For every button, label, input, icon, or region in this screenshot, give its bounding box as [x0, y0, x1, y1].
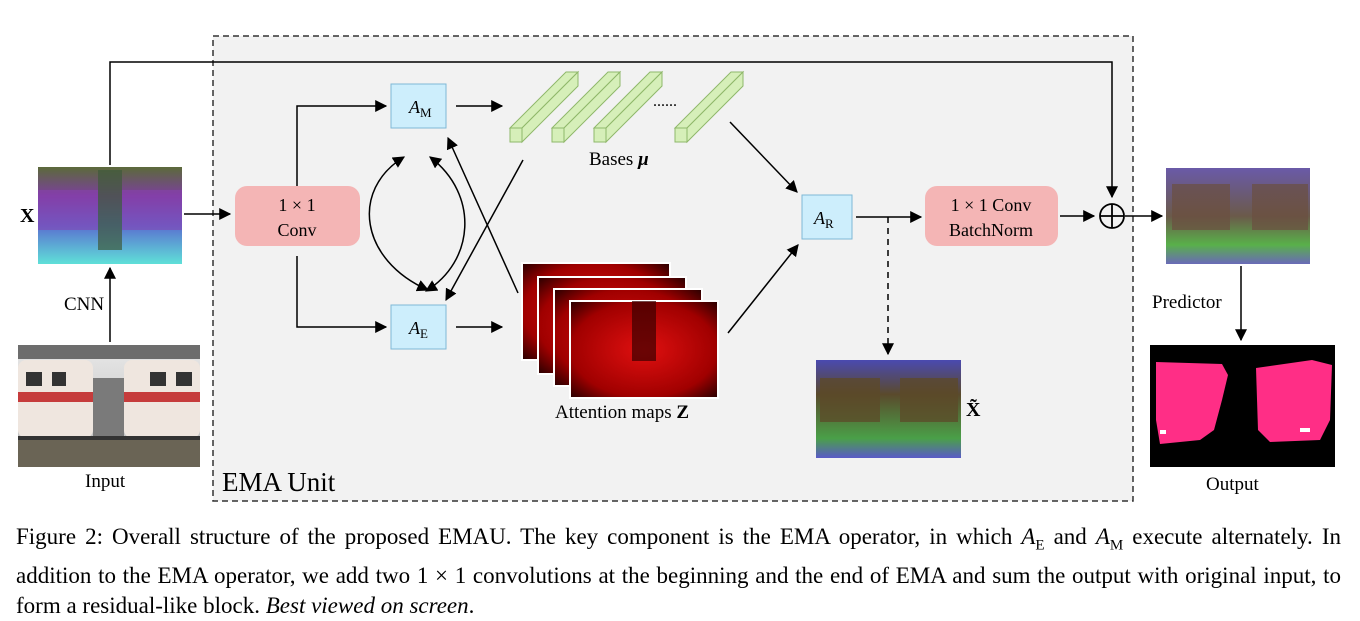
skip-connection	[109, 61, 1118, 199]
cnn-label: CNN	[64, 294, 104, 315]
attention-label: Attention maps Z	[555, 402, 689, 423]
output-mask	[1150, 345, 1335, 467]
caption-italic: Best viewed on screen	[265, 592, 469, 618]
ema-architecture-diagram: EMA Unit X CNN Input 1 × 1 Conv AM	[18, 35, 1335, 502]
caption-end: .	[468, 592, 475, 618]
am-operator-box	[390, 83, 447, 129]
base-bar	[592, 70, 664, 144]
attention-maps	[521, 262, 719, 399]
bases-group	[508, 70, 745, 144]
attention-to-am-arrow	[446, 136, 519, 294]
conv2-line1: 1 × 1 Conv	[951, 195, 1032, 215]
conv-to-am-arrow	[296, 100, 388, 186]
caption-ae: A	[1021, 524, 1036, 549]
ema-unit-label: EMA Unit	[222, 467, 336, 497]
output-feature-map	[1166, 168, 1310, 264]
ar-operator-box	[801, 194, 853, 240]
caption-middle: execute alternately. In addition to the …	[16, 524, 1341, 588]
xtilde-label: X̃	[966, 398, 981, 421]
bases-label: Bases μ	[589, 149, 649, 170]
conv-line2: Conv	[277, 220, 316, 240]
ae-operator-label: AE	[408, 318, 428, 341]
iteration-arc-left	[368, 156, 430, 292]
input-image	[18, 345, 200, 467]
caption-ae-sub: E	[1035, 537, 1045, 554]
caption-am: A	[1095, 524, 1110, 549]
bases-to-ar-arrow	[729, 121, 798, 193]
conv-batchnorm-box	[925, 186, 1058, 246]
bases-dots: ......	[653, 93, 677, 110]
attention-to-ar-arrow	[727, 244, 799, 334]
caption-and: and	[1044, 524, 1096, 549]
bases-to-ae-arrow	[445, 159, 524, 302]
conv-box	[235, 186, 360, 246]
ema-unit-box	[212, 35, 1134, 502]
conv-line1: 1 × 1	[278, 195, 315, 215]
predictor-label: Predictor	[1152, 292, 1222, 313]
input-var-label: X	[20, 205, 35, 227]
conv2-line2: BatchNorm	[949, 220, 1033, 240]
input-label: Input	[85, 471, 126, 492]
caption-suffix: convolutions at the beginning and the en…	[16, 562, 1341, 618]
caption-conv: 1 × 1	[416, 562, 467, 588]
base-bar	[673, 70, 745, 144]
output-label: Output	[1206, 474, 1260, 495]
am-operator-label: AM	[408, 97, 432, 120]
feature-map-x	[38, 167, 182, 264]
caption-prefix: Figure 2: Overall structure of the propo…	[16, 524, 1022, 549]
conv-to-ae-arrow	[296, 256, 388, 333]
caption-am-sub: M	[1109, 537, 1124, 554]
iteration-arc-right-visible	[424, 156, 466, 292]
ar-operator-label: AR	[813, 208, 834, 231]
reconstructed-feature-map	[816, 360, 961, 458]
base-bar	[508, 70, 580, 144]
ae-operator-box	[390, 304, 447, 350]
figure-caption: Figure 2: Overall structure of the propo…	[16, 522, 1341, 621]
sum-plus-icon	[1099, 203, 1125, 229]
base-bar	[550, 70, 622, 144]
